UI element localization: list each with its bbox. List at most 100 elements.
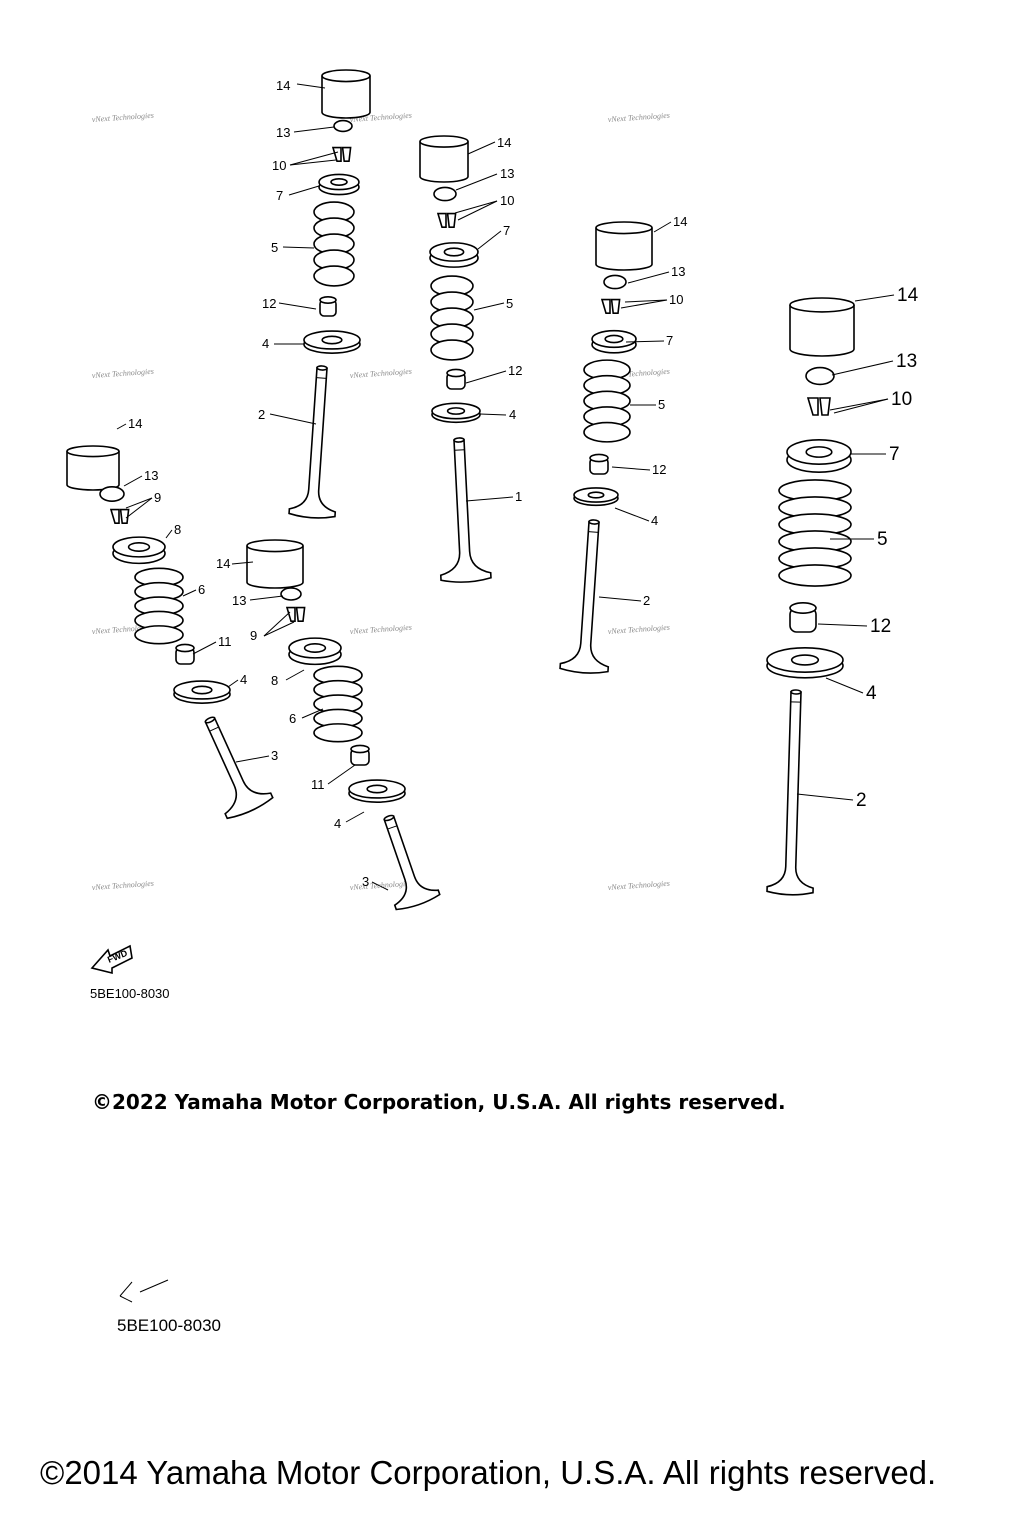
leader-line xyxy=(817,623,868,627)
part-callout-number: 9 xyxy=(154,490,161,505)
fwd-arrow-fragment-icon xyxy=(119,1279,169,1303)
leader-line xyxy=(611,466,651,471)
part-callout-number: 5 xyxy=(271,240,278,255)
watermark-text: vNext Technologies xyxy=(608,623,671,636)
valve-stem-seal-shape xyxy=(589,453,609,475)
part-callout-number: 6 xyxy=(198,582,205,597)
valve-lifter-shape xyxy=(66,445,120,491)
part-callout-number: 4 xyxy=(509,407,516,422)
valve-shape xyxy=(559,519,610,674)
leader-line xyxy=(192,641,217,655)
adjusting-pad-shape xyxy=(333,119,353,133)
leader-line xyxy=(455,173,498,191)
part-callout-number: 1 xyxy=(515,489,522,504)
part-callout-number: 2 xyxy=(643,593,650,608)
spring-retainer-shape xyxy=(429,242,479,268)
valve-stem-seal-shape xyxy=(446,368,466,390)
spring-seat-shape xyxy=(348,779,406,803)
spring-seat-shape xyxy=(766,647,844,679)
part-callout-number: 10 xyxy=(500,193,514,208)
leader-line xyxy=(833,398,889,414)
valve-lifter-shape xyxy=(419,135,469,183)
part-callout-number: 13 xyxy=(144,468,158,483)
valve-cotter-shape xyxy=(285,606,306,622)
valve-stem-seal-shape xyxy=(789,601,817,633)
fwd-arrow-icon: FWD xyxy=(90,944,133,975)
leader-line xyxy=(465,496,514,502)
part-callout-number: 13 xyxy=(232,593,246,608)
diagram-code-bottom: 5BE100-8030 xyxy=(117,1316,221,1335)
leader-line xyxy=(301,708,324,719)
watermark-layer: vNext Technologies vNext Technologies vNex… xyxy=(92,111,671,892)
part-callout-number: 7 xyxy=(503,223,510,238)
spring-retainer-shape xyxy=(288,637,342,666)
spring-seat-shape xyxy=(431,402,481,424)
spring-retainer-shape xyxy=(591,329,637,354)
part-callout-number: 10 xyxy=(891,389,912,410)
valve-stem-seal-shape xyxy=(350,744,370,766)
watermark-text: vNext Technologies xyxy=(350,879,413,892)
part-callout-number: 11 xyxy=(218,634,232,649)
leader-line xyxy=(854,294,895,302)
valve-cotter-shape xyxy=(806,397,831,416)
part-callout-number: 7 xyxy=(276,188,283,203)
part-callout-number: 12 xyxy=(262,296,276,311)
leader-line xyxy=(467,141,496,155)
leader-line xyxy=(182,589,197,597)
valve-lifter-shape xyxy=(321,69,371,119)
leader-line xyxy=(165,529,173,539)
leader-line xyxy=(345,811,365,823)
leader-line xyxy=(653,221,672,233)
part-callout-number: 6 xyxy=(289,711,296,726)
part-callout-number: 12 xyxy=(652,462,666,477)
part-callout-number: 4 xyxy=(262,336,269,351)
leader-line xyxy=(614,507,650,522)
valve-cotter-shape xyxy=(331,146,352,162)
leader-line xyxy=(627,271,670,284)
leader-line xyxy=(282,246,315,249)
valve-spring-shape xyxy=(313,665,363,743)
part-callout-number: 2 xyxy=(856,790,867,811)
part-callout-number: 4 xyxy=(240,672,247,687)
valve-spring-shape xyxy=(430,275,474,361)
spring-retainer-shape xyxy=(112,536,166,565)
spring-seat-shape xyxy=(173,680,231,704)
part-callout-number: 4 xyxy=(334,816,341,831)
part-callout-number: 5 xyxy=(506,296,513,311)
part-callout-number: 4 xyxy=(866,683,877,704)
spring-seat-shape xyxy=(303,330,361,354)
leader-line xyxy=(479,413,507,416)
parts-layer xyxy=(66,69,855,911)
copyright-notice-bottom: ©2014 Yamaha Motor Corporation, U.S.A. A… xyxy=(40,1454,937,1491)
valve-spring-shape xyxy=(134,567,184,645)
valve-shape xyxy=(204,716,274,820)
part-callout-number: 14 xyxy=(216,556,230,571)
leader-line xyxy=(327,764,356,785)
callout-layer: 1413107512421413107512411413107512421413… xyxy=(116,78,919,891)
part-callout-number: 10 xyxy=(272,158,286,173)
leader-line xyxy=(624,299,668,303)
watermark-text: vNext Technologies xyxy=(350,623,413,636)
leader-line xyxy=(457,200,498,221)
leader-line xyxy=(231,561,254,565)
leader-line xyxy=(829,398,889,411)
part-callout-number: 8 xyxy=(271,673,278,688)
leader-line xyxy=(371,881,389,891)
leader-line xyxy=(296,83,326,89)
adjusting-pad-shape xyxy=(99,485,125,502)
part-callout-number: 13 xyxy=(671,264,685,279)
adjusting-pad-shape xyxy=(603,274,627,290)
part-callout-number: 5 xyxy=(877,529,888,550)
part-callout-number: 2 xyxy=(258,407,265,422)
leader-line xyxy=(288,185,320,196)
leader-line xyxy=(477,230,502,250)
part-callout-number: 3 xyxy=(362,874,369,889)
part-callout-number: 10 xyxy=(669,292,683,307)
spring-retainer-shape xyxy=(318,173,360,196)
leader-line xyxy=(227,679,239,688)
leader-line xyxy=(293,126,335,133)
valve-shape xyxy=(383,814,441,911)
diagram-code-top: 5BE100-8030 xyxy=(90,986,170,1001)
adjusting-pad-shape xyxy=(805,366,835,386)
